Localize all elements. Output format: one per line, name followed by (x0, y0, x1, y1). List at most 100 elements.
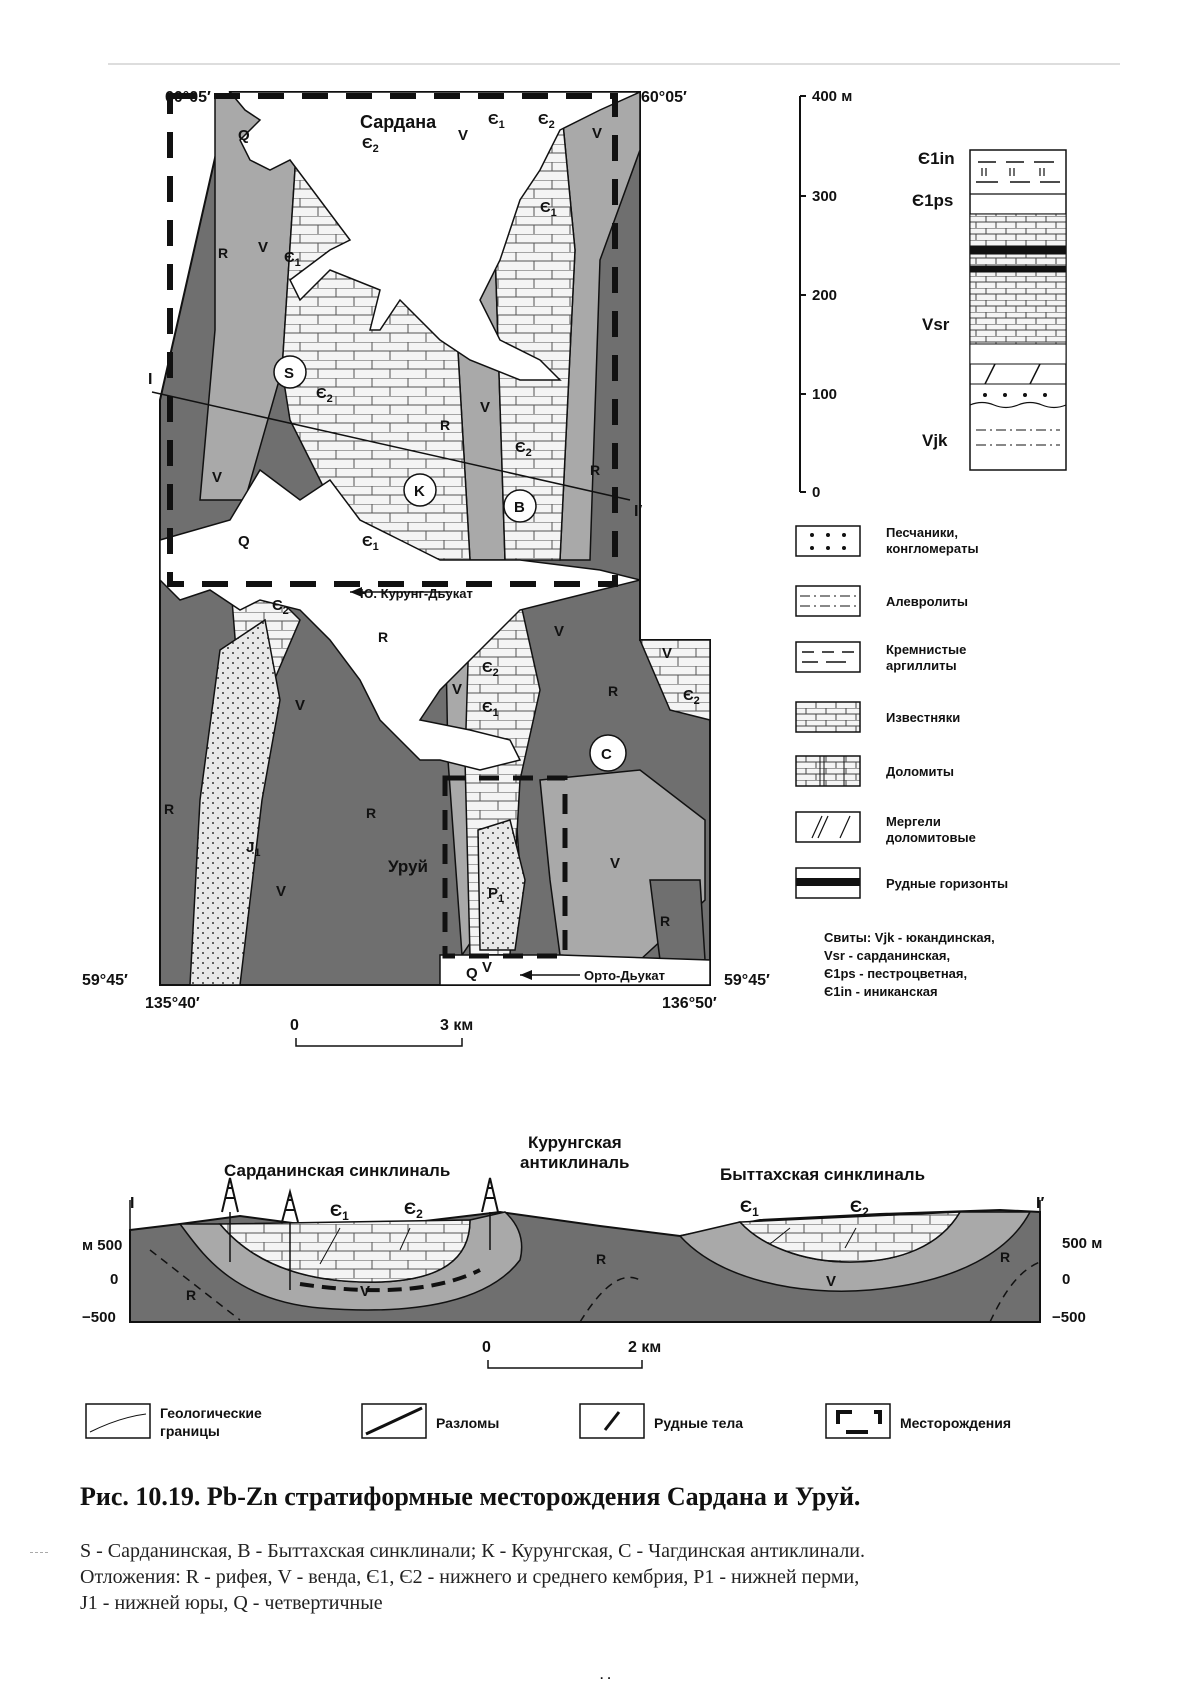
legend-label-sand-2: конгломераты (886, 541, 979, 556)
legend-label-marl-1: Мергели (886, 814, 941, 829)
unit-r-west: R (218, 245, 228, 261)
legend-label-fault: Разломы (436, 1415, 499, 1431)
section-cambrian-byttakh (738, 1211, 962, 1263)
sardana-deposit-outline (167, 93, 618, 587)
legend-dot (826, 546, 830, 550)
suites-note-3: Є1ps - пестроцветная, (824, 966, 967, 981)
section-unit-e2-sardana: Є2 (404, 1199, 423, 1221)
column-ore-1 (970, 246, 1066, 254)
bottom-legend: Геологические границы Разломы Рудные тел… (85, 1403, 1011, 1439)
legend-label-marl-2: доломитовые (886, 830, 976, 845)
section-unit-v-byttakh: V (826, 1273, 836, 1290)
unit-r-southeast: R (608, 683, 618, 699)
legend-swatch-dolo (795, 755, 861, 787)
column-marl (984, 363, 1041, 385)
section-fault-east (989, 1261, 1041, 1323)
section-line (151, 391, 631, 501)
map-scale-end: 3 км (440, 1017, 473, 1034)
legend-label-chert-1: Кремнистые (886, 642, 966, 657)
section-line-start: I (148, 371, 152, 388)
unit-q-north: Q (238, 127, 250, 144)
map-scale-bar (295, 1038, 463, 1047)
label-yu-kurung: Ю. Курунг-Дьукат (360, 586, 473, 601)
unit-v-east: V (592, 125, 602, 142)
column-limestone (969, 271, 1067, 345)
section-fault-west (149, 1249, 241, 1321)
column-siltstone (976, 429, 1060, 446)
section-axis-right-0: 0 (1062, 1271, 1070, 1288)
legend-dot (810, 533, 814, 537)
section-scale-end: 2 км (628, 1339, 661, 1356)
column-dolomite-1 (969, 213, 1067, 247)
unit-e1-east: Є1 (540, 199, 557, 219)
unit-r-east: R (590, 462, 600, 478)
suites-note-1: Свиты: Vjk - юкандинская, (824, 930, 995, 945)
suite-sr: Vsr (922, 315, 950, 334)
uruy-deposit-outline (442, 775, 568, 959)
legend-swatch-silt (795, 585, 861, 617)
legend-swatch-boundary (85, 1403, 151, 1439)
unit-r-southwest: R (164, 801, 174, 817)
legend-dot (810, 546, 814, 550)
coord-top-left: 60°05′ (165, 89, 211, 106)
section-pointer-e2-b (844, 1227, 857, 1249)
section-axis-right-neg500: −500 (1052, 1309, 1086, 1326)
unit-v-north: V (458, 127, 468, 144)
description-line-3: J1 - нижней юры, Q - четвертичные (80, 1592, 383, 1614)
column-tick-300: 300 (812, 188, 837, 205)
unit-e2-sw: Є2 (272, 597, 289, 617)
unit-v-south: V (452, 681, 462, 698)
legend-dot (842, 533, 846, 537)
column-tick-200: 200 (812, 287, 837, 304)
jurassic-area (189, 618, 281, 986)
label-orto: Орто-Дьукат (584, 968, 665, 983)
legend-label-lime: Известняки (886, 710, 960, 725)
section-end-left: I (130, 1195, 134, 1212)
section-scale-zero: 0 (482, 1339, 491, 1356)
unit-v-west: V (258, 239, 268, 256)
unit-e2-east: Є2 (515, 439, 532, 459)
column-marl-top (969, 343, 1067, 365)
legend-marl-lines (811, 815, 851, 839)
unit-v-southwest: V (212, 469, 222, 486)
page-mark: · · (600, 1671, 611, 1685)
cross-section (129, 1177, 1041, 1369)
legend-ore-band (796, 878, 860, 886)
unit-q-central: Q (238, 533, 250, 550)
section-end-right: I′ (1036, 1195, 1044, 1212)
unit-r-center: R (440, 417, 450, 433)
column-tick-400: 400 м (812, 88, 852, 105)
map-labels: 60°05′ 60°05′ 59°45′ 59°45′ 135°40′ 136°… (82, 89, 770, 1034)
unit-e2-south: Є2 (482, 659, 499, 679)
structure-circle-k (403, 473, 437, 507)
label-sardana: Сардана (360, 112, 437, 132)
section-cambrian-sardana (218, 1219, 471, 1283)
description-line-2: Отложения: R - рифея, V - венда, Є1, Є2 … (80, 1566, 860, 1588)
column-tick-100: 100 (812, 386, 837, 403)
yu-kurung-arrowhead (350, 587, 362, 597)
drill-rig-icon (281, 1188, 299, 1290)
legend-swatch-lime (795, 701, 861, 733)
unit-q-south: Q (466, 965, 478, 982)
legend-label-ore: Рудные горизонты (886, 876, 1008, 891)
coord-top-right: 60°05′ (641, 89, 687, 106)
legend-fault-line (365, 1406, 423, 1436)
figure-caption: Рис. 10.19. Pb-Zn стратиформные месторож… (80, 1482, 861, 1511)
section-ore-horizon (299, 1268, 481, 1293)
legend-silt-lines (800, 595, 856, 607)
section-axis-left-500: м 500 (82, 1237, 122, 1254)
section-unit-v-sardana: V (360, 1283, 370, 1300)
unit-v-east2: V (662, 645, 672, 662)
unit-e2-west: Є2 (316, 385, 333, 405)
legend-label-boundary-2: границы (160, 1423, 220, 1439)
section-unit-e1-byttakh: Є1 (740, 1197, 759, 1219)
riphean-patch-se (649, 879, 706, 961)
structure-circle-b (503, 489, 537, 523)
unit-e1-central: Є1 (362, 533, 379, 553)
drill-rig-icon (221, 1177, 239, 1262)
unit-v-sw2: V (276, 883, 286, 900)
strat-column: 400 м 300 200 100 0 Є1in Є1ps (799, 88, 1067, 501)
section-fault-center (579, 1276, 641, 1323)
legend-dot (826, 533, 830, 537)
section-scale-bar (487, 1360, 643, 1369)
